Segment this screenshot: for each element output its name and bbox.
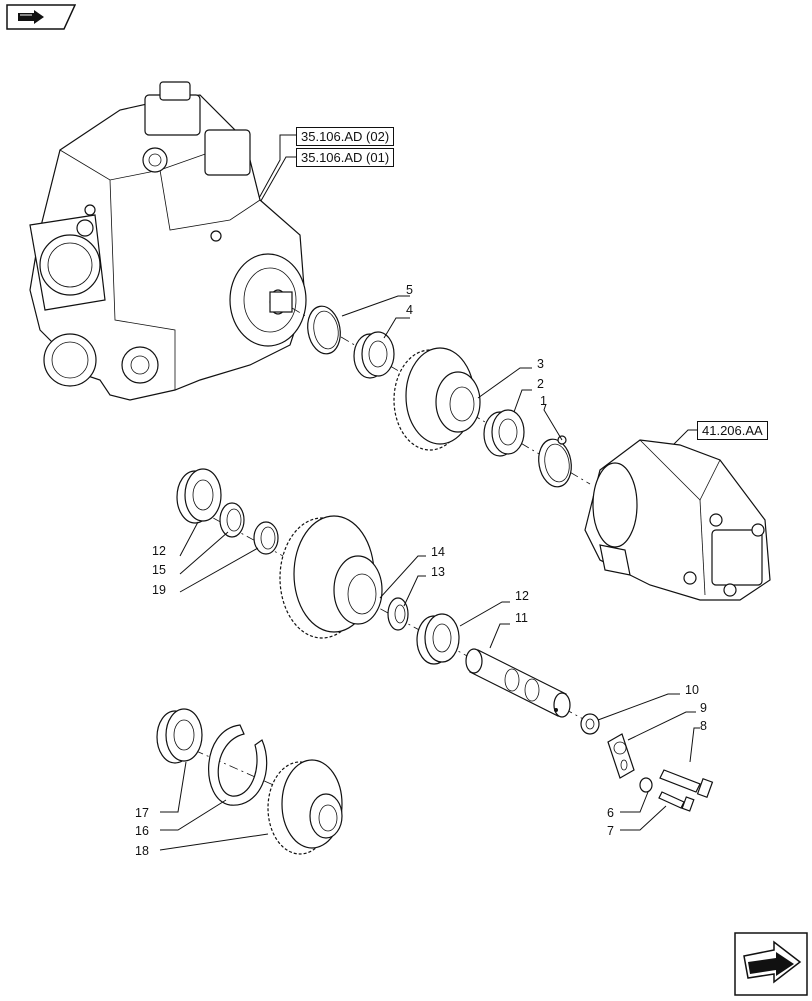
part-5-snap-ring (307, 305, 341, 355)
callout-8: 8 (700, 719, 707, 733)
part-1-snap-ring (538, 435, 572, 488)
callout-12-lower: 12 (515, 589, 529, 603)
part-17-bearing (156, 708, 203, 764)
part-7-bolt (658, 791, 695, 812)
callout-11: 11 (515, 611, 528, 625)
part-10-cap (580, 713, 600, 735)
callout-1: 1 (540, 394, 547, 408)
part-19-ring (253, 521, 279, 555)
callout-18: 18 (135, 844, 149, 858)
callout-14: 14 (431, 545, 445, 559)
part-18-gear (267, 759, 343, 855)
part-3-gear (393, 347, 481, 451)
next-page-arrow-icon[interactable] (734, 932, 808, 996)
callout-3: 3 (537, 357, 544, 371)
part-16-circlip (208, 724, 268, 806)
part-11-shaft (465, 648, 571, 718)
ref-box-35-106-ad-01[interactable]: 35.106.AD (01) (296, 148, 395, 167)
callout-6: 6 (607, 806, 614, 820)
part-13-washer (387, 597, 409, 631)
auxiliary-pump-housing (584, 439, 771, 601)
callout-labels: 5 4 3 2 1 12 15 19 14 13 12 11 10 9 8 6 … (135, 283, 707, 858)
callout-12-upper: 12 (152, 544, 166, 558)
callout-10: 10 (685, 683, 699, 697)
part-2-bearing (483, 409, 525, 457)
callout-leaders (159, 295, 700, 851)
callout-16: 16 (135, 824, 149, 838)
part-12-bearing-upper (176, 468, 222, 524)
callout-4: 4 (406, 303, 413, 317)
callout-19: 19 (152, 583, 166, 597)
part-6-washer (639, 777, 653, 793)
callout-5: 5 (406, 283, 413, 297)
callout-9: 9 (700, 701, 707, 715)
part-4-bearing (353, 331, 395, 379)
part-14-gear (279, 515, 383, 639)
callout-7: 7 (607, 824, 614, 838)
book-arrow-icon[interactable] (6, 4, 77, 30)
part-9-lock-plate (607, 733, 635, 779)
hydraulic-pump-housing (29, 81, 307, 401)
part-8-bolt (659, 769, 714, 798)
part-12-bearing-lower (416, 613, 460, 665)
callout-13: 13 (431, 565, 445, 579)
callout-2: 2 (537, 377, 544, 391)
ref-box-41-206-aa[interactable]: 41.206.AA (697, 421, 768, 440)
callout-15: 15 (152, 563, 166, 577)
ref-box-35-106-ad-02[interactable]: 35.106.AD (02) (296, 127, 395, 146)
part-15-washer (219, 502, 245, 538)
callout-17: 17 (135, 806, 149, 820)
